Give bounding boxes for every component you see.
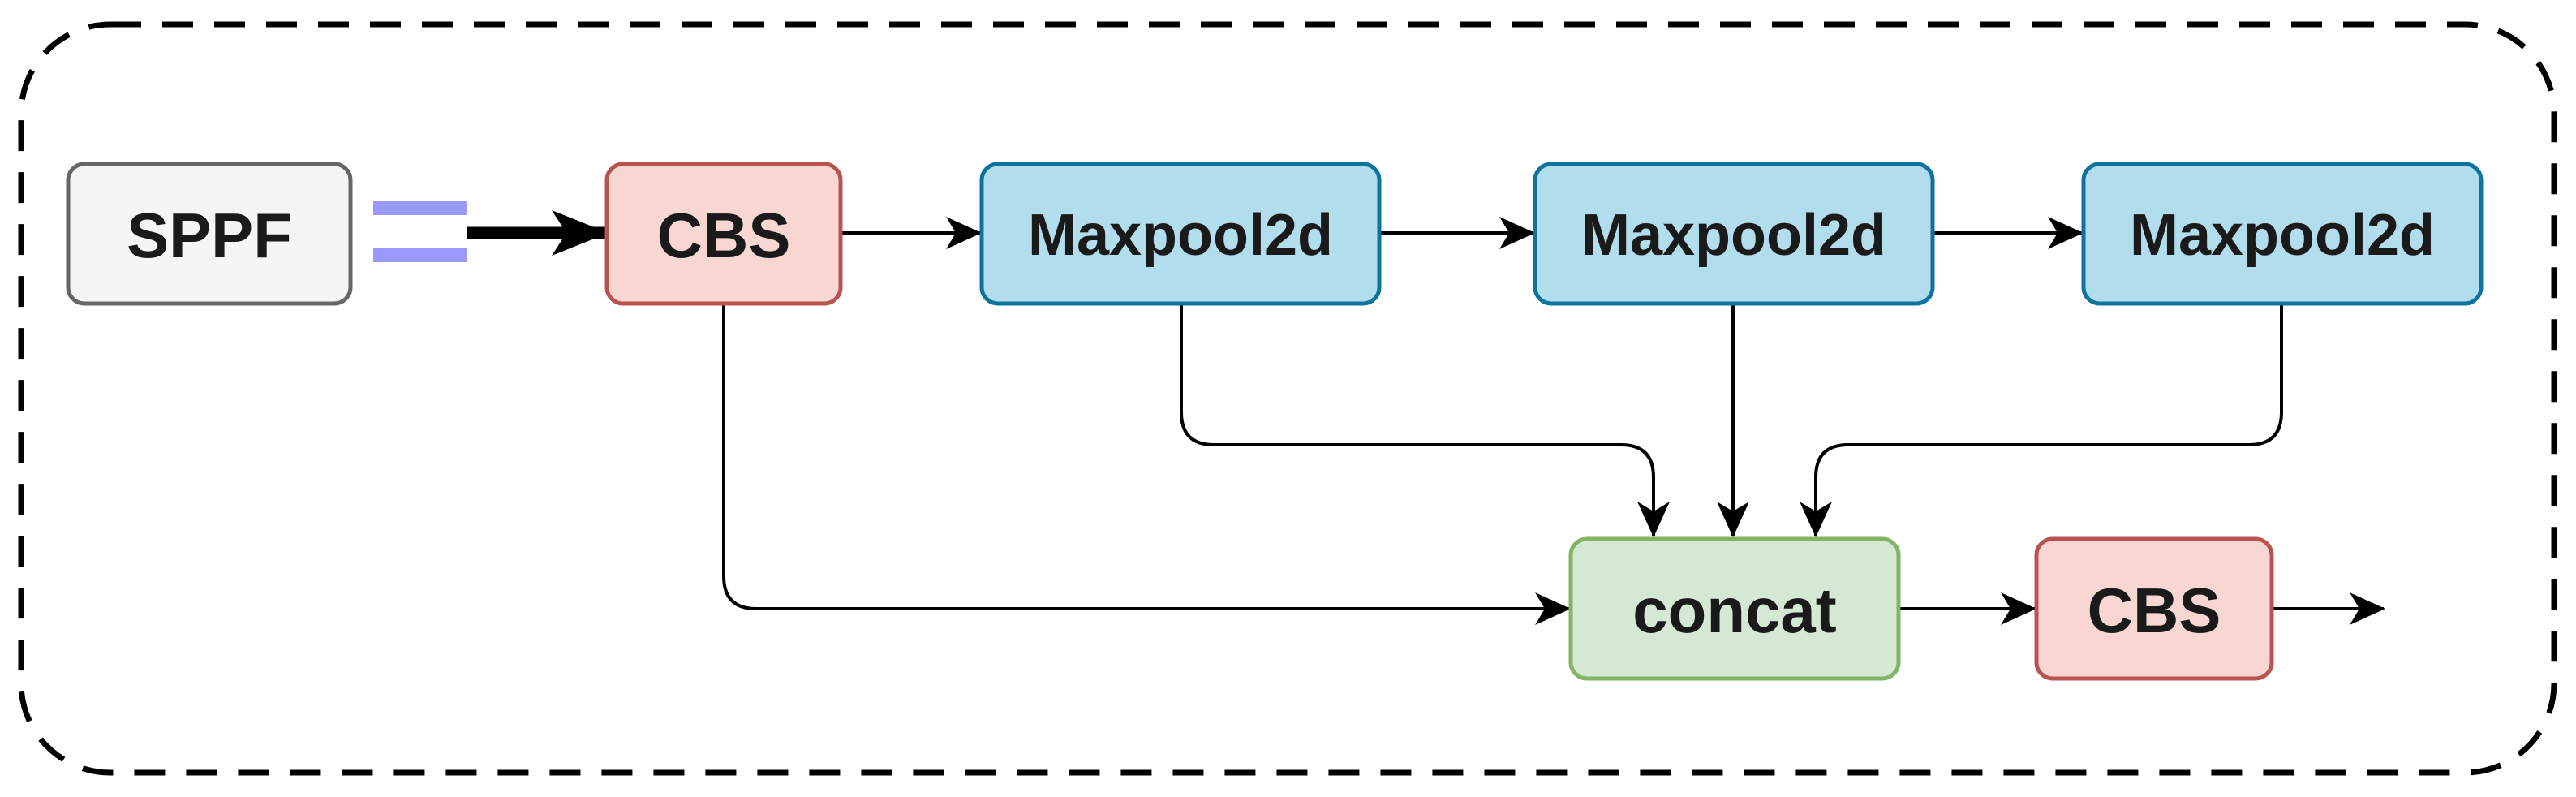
equals-sign-icon <box>373 201 467 262</box>
node-sppf-label: SPPF <box>127 200 292 271</box>
edge-maxpool-3-to-concat <box>1800 304 2283 537</box>
node-maxpool-1-label: Maxpool2d <box>1028 203 1333 268</box>
node-concat-box <box>1568 536 1901 681</box>
node-maxpool-2-label: Maxpool2d <box>1581 203 1886 268</box>
node-concat-label: concat <box>1632 575 1836 646</box>
node-maxpool-3-box <box>2081 162 2484 306</box>
node-sppf[interactable]: SPPF <box>66 162 353 306</box>
edge-maxpool-1-to-concat <box>1180 304 1670 537</box>
node-maxpool-3-label: Maxpool2d <box>2130 203 2435 268</box>
node-cbs-input-box <box>604 162 843 306</box>
node-concat[interactable]: concat <box>1568 536 1901 681</box>
node-sppf-box <box>66 162 353 306</box>
node-maxpool-2[interactable]: Maxpool2d <box>1533 162 1935 306</box>
dashed-container-border <box>18 21 2557 776</box>
node-cbs-input[interactable]: CBS <box>604 162 843 306</box>
node-maxpool-1[interactable]: Maxpool2d <box>979 162 1382 306</box>
node-maxpool-3[interactable]: Maxpool2d <box>2081 162 2484 306</box>
node-cbs-output-label: CBS <box>2088 575 2221 646</box>
node-cbs-output-box <box>2034 536 2274 681</box>
edge-cbs-to-concat <box>722 304 1571 625</box>
node-cbs-input-label: CBS <box>657 200 791 271</box>
equals-bar-top <box>373 201 467 215</box>
node-maxpool-1-box <box>979 162 1382 306</box>
node-maxpool-2-box <box>1533 162 1935 306</box>
node-cbs-output[interactable]: CBS <box>2034 536 2274 681</box>
equals-bar-bottom <box>373 248 467 262</box>
edges <box>467 210 2385 625</box>
